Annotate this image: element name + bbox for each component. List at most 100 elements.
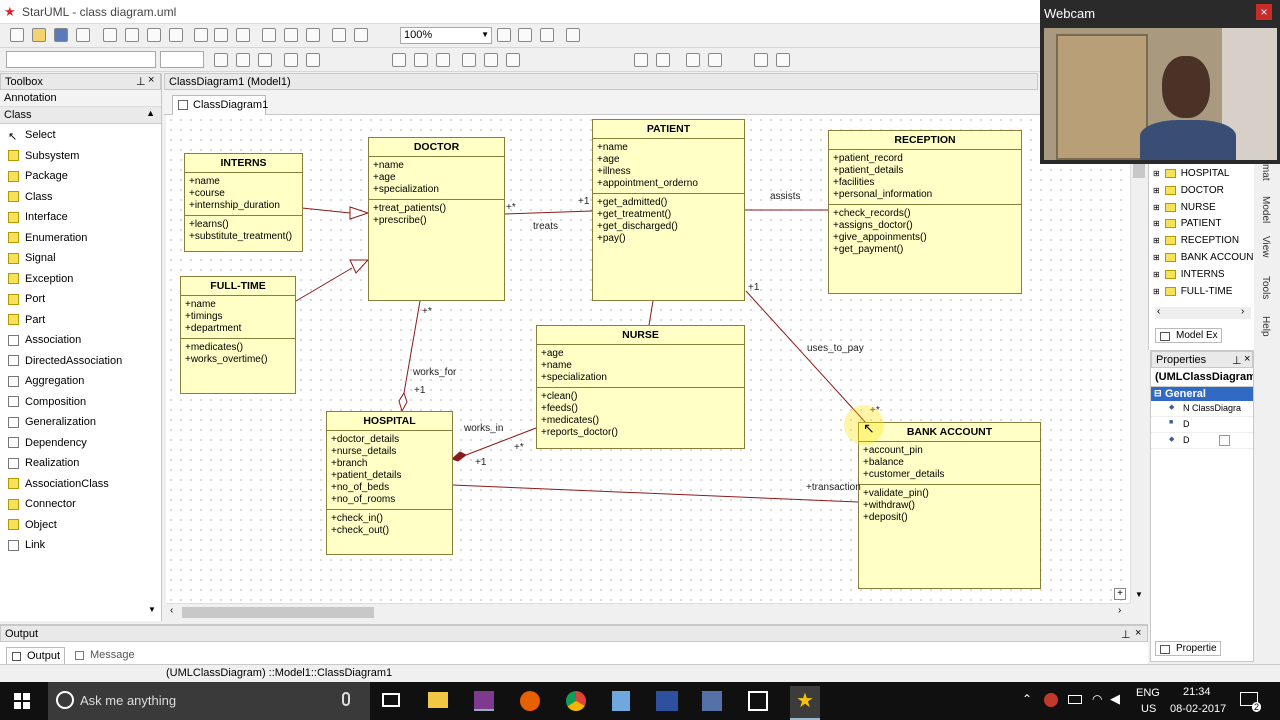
operation-item[interactable]: +give_appoinments() [833,232,927,243]
toolbox-item-associationclass[interactable]: AssociationClass [8,475,109,493]
tree-item[interactable]: ⊞INTERNS [1153,269,1255,280]
same-height-icon[interactable] [754,53,768,67]
operation-item[interactable]: +prescribe() [373,215,427,226]
toolbox-item-object[interactable]: Object [8,516,57,534]
operation-item[interactable]: +get_discharged() [597,221,678,232]
same-width-icon[interactable] [708,53,722,67]
tab-classdiagram1[interactable]: ClassDiagram1 [172,95,268,115]
attribute-item[interactable]: +account_pin [863,445,923,456]
class-hospital[interactable]: HOSPITAL +doctor_details+nurse_details+b… [326,411,453,555]
chrome-icon[interactable] [566,691,586,711]
operation-item[interactable]: +get_treatment() [597,209,672,220]
task-view-icon[interactable] [382,693,400,707]
antivirus-icon[interactable] [1044,693,1058,707]
new-file-icon[interactable] [10,28,24,42]
collapse-icon[interactable]: ⊟ [1154,388,1162,398]
scroll-right-icon[interactable]: › [1118,605,1122,616]
class-nurse[interactable]: NURSE +age+name+specialization +clean()+… [536,325,745,449]
class-reception[interactable]: RECEPTION +patient_record+patient_detail… [828,130,1022,294]
distribute-icon[interactable] [686,53,700,67]
class-doctor[interactable]: DOCTOR +name+age+specialization +treat_p… [368,137,505,301]
toolbox-item-realization[interactable]: Realization [8,454,79,472]
fulltime-doctor-generalization[interactable] [295,267,353,302]
staruml-taskbar-icon[interactable]: ★ [790,686,820,720]
attribute-item[interactable]: +personal_information [833,189,933,200]
store-icon[interactable] [748,691,768,711]
zoom-out-icon[interactable] [518,28,532,42]
scroll-down-icon[interactable]: ▼ [148,605,156,614]
tree-item[interactable]: ⊞RECEPTION [1153,235,1255,246]
operation-item[interactable]: +medicates() [541,415,600,426]
pin-icon[interactable]: ⊥ [1121,629,1131,641]
chevron-up-icon[interactable]: ▲ [146,108,155,118]
network-app-icon[interactable] [702,691,722,711]
class-patient[interactable]: PATIENT +name+age+illness+appointment_or… [592,119,745,301]
search-box[interactable]: Ask me anything [48,682,370,720]
toolbox-section-annotation[interactable]: Annotation [0,90,161,107]
attribute-item[interactable]: +facilities [833,177,875,188]
clock-time[interactable]: 21:34 [1183,686,1211,698]
tree-item[interactable]: ⊞DOCTOR [1153,185,1255,196]
virtualbox-icon[interactable] [612,691,630,711]
pin-icon[interactable]: ⊥ [136,76,146,88]
export-icon[interactable] [306,28,320,42]
operation-item[interactable]: +assigns_doctor() [833,220,913,231]
fill-color-icon[interactable] [284,53,298,67]
attribute-item[interactable]: +patient_record [833,153,903,164]
close-icon[interactable]: × [1244,353,1251,365]
close-icon[interactable]: × [1135,627,1142,639]
save-icon[interactable] [54,28,68,42]
operation-item[interactable]: +medicates() [185,342,244,353]
redo-icon[interactable] [214,28,228,42]
toolbox-item-select[interactable]: ↖Select [8,126,56,144]
send-back-icon[interactable] [656,53,670,67]
attribute-item[interactable]: +customer_details [863,469,945,480]
language-indicator[interactable]: ENG [1136,687,1160,699]
toolbox-item-aggregation[interactable]: Aggregation [8,372,84,390]
font-color-icon[interactable] [236,53,250,67]
zoom-select-icon[interactable] [566,28,580,42]
expand-icon[interactable]: ⊞ [1153,286,1160,296]
tree-item[interactable]: ⊞HOSPITAL [1153,168,1255,179]
toolbox-item-exception[interactable]: Exception [8,270,73,288]
toolbox-item-subsystem[interactable]: Subsystem [8,147,79,165]
open-file-icon[interactable] [32,28,46,42]
operation-item[interactable]: +check_out() [331,525,390,536]
scroll-right-icon[interactable]: › [1241,306,1245,317]
battery-icon[interactable] [1068,695,1082,704]
diagram-canvas[interactable]: INTERNS +name+course+internship_duration… [166,115,1130,603]
side-tab[interactable]: Model [1260,196,1271,224]
vertical-scrollbar[interactable]: ▼ [1130,160,1146,603]
label-works-in[interactable]: works_in [464,423,504,434]
toolbox-item-association[interactable]: Association [8,331,81,349]
line-color-icon[interactable] [258,53,272,67]
tree-item[interactable]: ⊞PATIENT [1153,218,1255,229]
expand-icon[interactable]: ⊞ [1153,236,1160,246]
tree-item[interactable]: ⊞NURSE [1153,202,1255,213]
close-icon[interactable]: × [1256,4,1272,20]
toolbox-item-directedassociation[interactable]: DirectedAssociation [8,352,122,370]
align-center-icon[interactable] [414,53,428,67]
operation-item[interactable]: +substitute_treatment() [189,231,293,242]
label-assists[interactable]: assists [770,191,801,202]
toolbox-item-composition[interactable]: Composition [8,393,86,411]
attribute-item[interactable]: +name [185,299,216,310]
zoom-page-icon[interactable] [540,28,554,42]
toolbox-item-signal[interactable]: Signal [8,249,56,267]
expand-icon[interactable]: ⊞ [1153,253,1160,262]
find-icon[interactable] [236,28,250,42]
file-explorer-icon[interactable] [428,692,448,708]
property-row[interactable]: ■D [1151,417,1253,433]
close-icon[interactable]: × [148,74,155,86]
align-top-icon[interactable] [462,53,476,67]
operation-item[interactable]: +withdraw() [863,500,915,511]
align-middle-icon[interactable] [484,53,498,67]
attribute-item[interactable]: +name [541,360,572,371]
tree-hscrollbar[interactable]: ‹ › [1155,306,1251,319]
operation-item[interactable]: +learns() [189,219,229,230]
undo-icon[interactable] [194,28,208,42]
doctor-hospital-aggregation[interactable] [403,300,421,394]
class-bank-account[interactable]: BANK ACCOUNT +account_pin+balance+custom… [858,422,1041,589]
label-transaction[interactable]: +transaction [806,482,861,493]
copy-icon[interactable] [125,28,139,42]
